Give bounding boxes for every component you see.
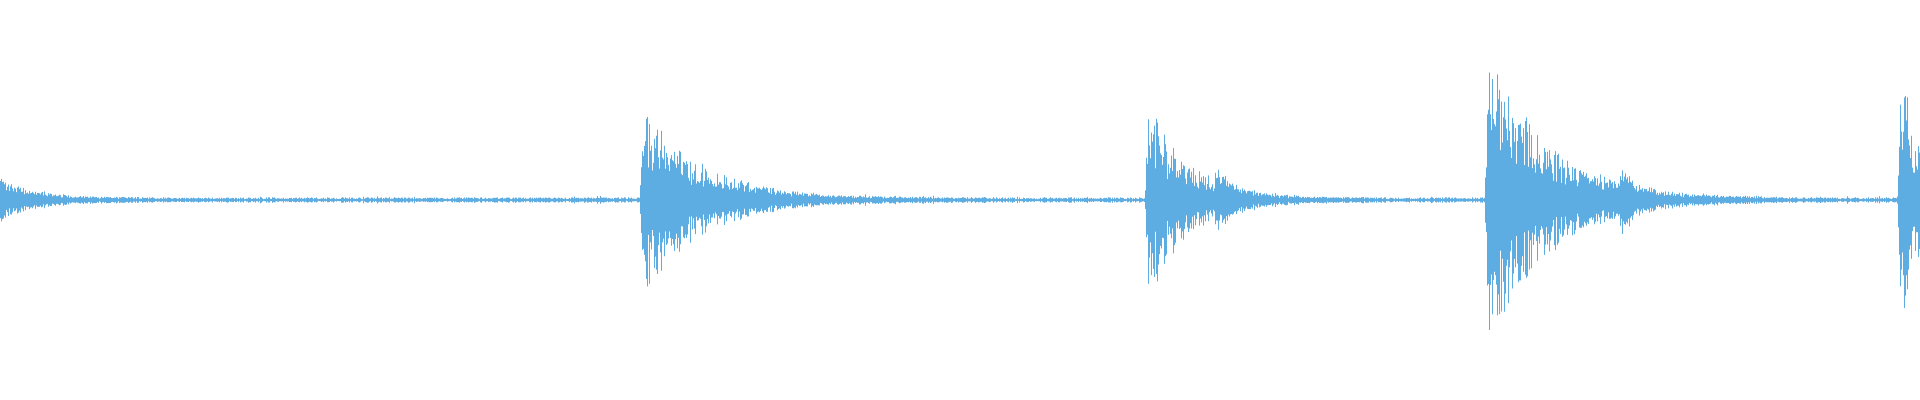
waveform-bars <box>0 72 1920 330</box>
waveform-trace <box>0 72 1920 330</box>
